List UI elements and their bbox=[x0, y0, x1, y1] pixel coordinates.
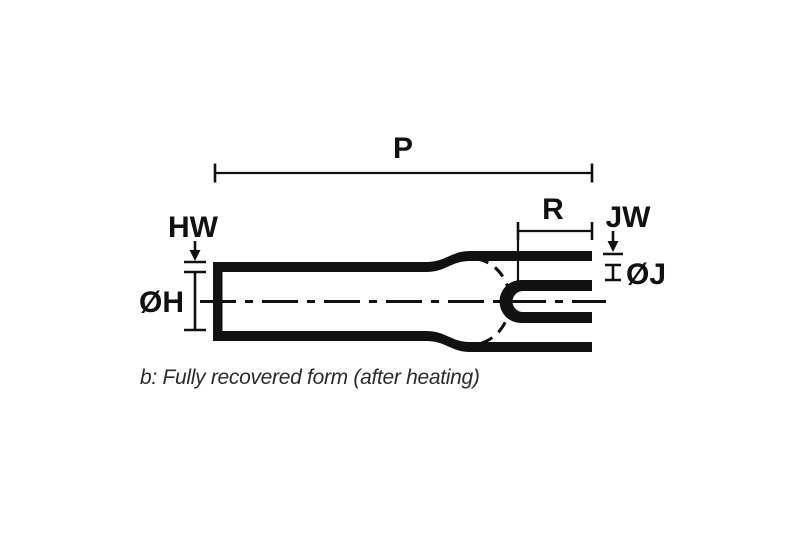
hw-down-arrow-icon bbox=[189, 250, 201, 261]
dimension-oh: ØH bbox=[139, 272, 206, 332]
dimension-r: R bbox=[516, 193, 594, 287]
dimension-label-p: P bbox=[393, 132, 413, 165]
hidden-contour-arc bbox=[476, 257, 512, 346]
dimension-oj: ØJ bbox=[605, 258, 666, 291]
dimension-hw: HW bbox=[168, 211, 219, 274]
figure-caption: b: Fully recovered form (after heating) bbox=[140, 366, 480, 389]
dimension-label-jw: JW bbox=[606, 201, 652, 234]
dimension-r-end-ticks bbox=[516, 222, 594, 240]
hw-wall-ticks bbox=[184, 260, 206, 274]
oj-dimension-ibeam bbox=[605, 263, 621, 282]
dimension-label-r: R bbox=[542, 193, 564, 226]
dimension-p: P bbox=[213, 132, 594, 183]
dimension-label-hw: HW bbox=[168, 211, 219, 244]
dimension-label-oj: ØJ bbox=[626, 258, 666, 291]
tube-left-end-cap bbox=[213, 262, 223, 341]
jw-down-arrow-icon bbox=[607, 241, 619, 252]
dimension-label-oh: ØH bbox=[139, 286, 184, 319]
tube-top-wall bbox=[213, 251, 592, 272]
dimension-p-end-ticks bbox=[213, 163, 594, 183]
tube-inner-recovered-section bbox=[499, 280, 592, 323]
tube-bottom-wall bbox=[213, 331, 592, 352]
dimension-jw: JW bbox=[603, 201, 652, 256]
